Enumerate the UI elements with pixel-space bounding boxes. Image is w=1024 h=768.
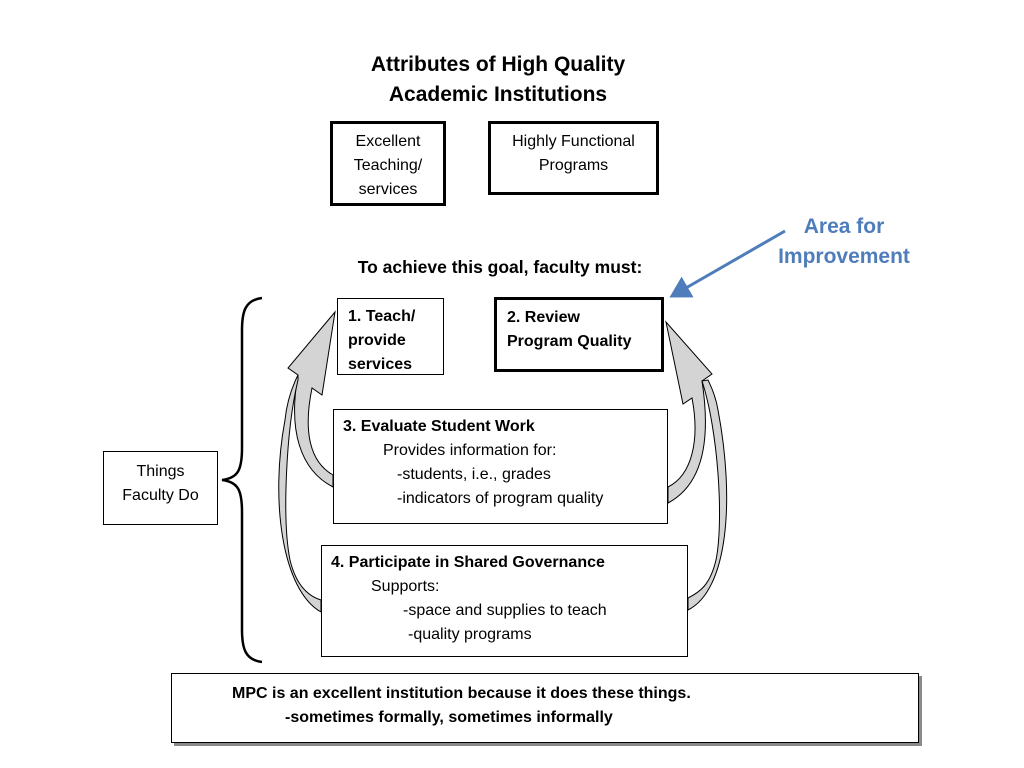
callout-line-1: Area for <box>803 215 885 238</box>
title-line-1: Attributes of High Quality <box>370 53 626 76</box>
activity-evaluate-work: 3. Evaluate Student Work Provides inform… <box>333 409 668 524</box>
goal-line: services <box>358 181 418 198</box>
activity-line: provide <box>348 332 406 349</box>
things-faculty-do-label: Things Faculty Do <box>103 451 218 525</box>
activity-shared-governance: 4. Participate in Shared Governance Supp… <box>321 545 688 657</box>
goal-excellent-teaching: Excellent Teaching/ services <box>330 121 446 206</box>
summary-line-1: MPC is an excellent institution because … <box>232 685 691 702</box>
activity-line: -space and supplies to teach <box>403 602 607 619</box>
aim-heading: To achieve this goal, faculty must: <box>357 257 643 277</box>
activity-line: Provides information for: <box>383 442 557 459</box>
activity-line: services <box>348 356 413 373</box>
goal-line: Teaching/ <box>353 157 423 174</box>
left-brace <box>221 296 263 664</box>
goal-line: Programs <box>538 157 609 174</box>
activity-heading: 4. Participate in Shared Governance <box>331 554 605 571</box>
activity-heading: 3. Evaluate Student Work <box>343 418 535 435</box>
activity-line: Program Quality <box>507 333 632 350</box>
goal-functional-programs: Highly Functional Programs <box>488 121 659 195</box>
activity-line: -students, i.e., grades <box>397 466 551 483</box>
right-curved-arrows <box>665 320 728 611</box>
activity-line: 1. Teach/ <box>348 308 416 325</box>
diagram-title: Attributes of High Quality Academic Inst… <box>300 50 696 110</box>
side-label-line-1: Things <box>136 463 185 480</box>
summary-line-2: -sometimes formally, sometimes informall… <box>285 709 613 726</box>
callout-arrow <box>669 229 786 298</box>
activity-teach: 1. Teach/ provide services <box>337 298 444 375</box>
title-line-2: Academic Institutions <box>388 83 608 106</box>
activity-line: -quality programs <box>408 626 532 643</box>
summary-box: MPC is an excellent institution because … <box>171 673 919 743</box>
curved-arrow-3-to-2 <box>665 320 713 504</box>
activity-line: Supports: <box>371 578 440 595</box>
activity-line: -indicators of program quality <box>397 490 604 507</box>
curved-arrow-3-to-1 <box>287 310 336 488</box>
goal-line: Highly Functional <box>512 133 635 150</box>
side-label-line-2: Faculty Do <box>122 487 199 504</box>
curved-arrow-4-to-1 <box>278 374 322 613</box>
improvement-callout: Area for Improvement <box>760 212 928 272</box>
callout-line-2: Improvement <box>778 245 910 268</box>
activity-line: 2. Review <box>507 309 580 326</box>
curved-arrow-4-to-2 <box>687 379 728 611</box>
left-curved-arrows <box>278 310 336 613</box>
activity-review-program: 2. Review Program Quality <box>494 297 664 372</box>
goal-line: Excellent <box>355 133 421 150</box>
